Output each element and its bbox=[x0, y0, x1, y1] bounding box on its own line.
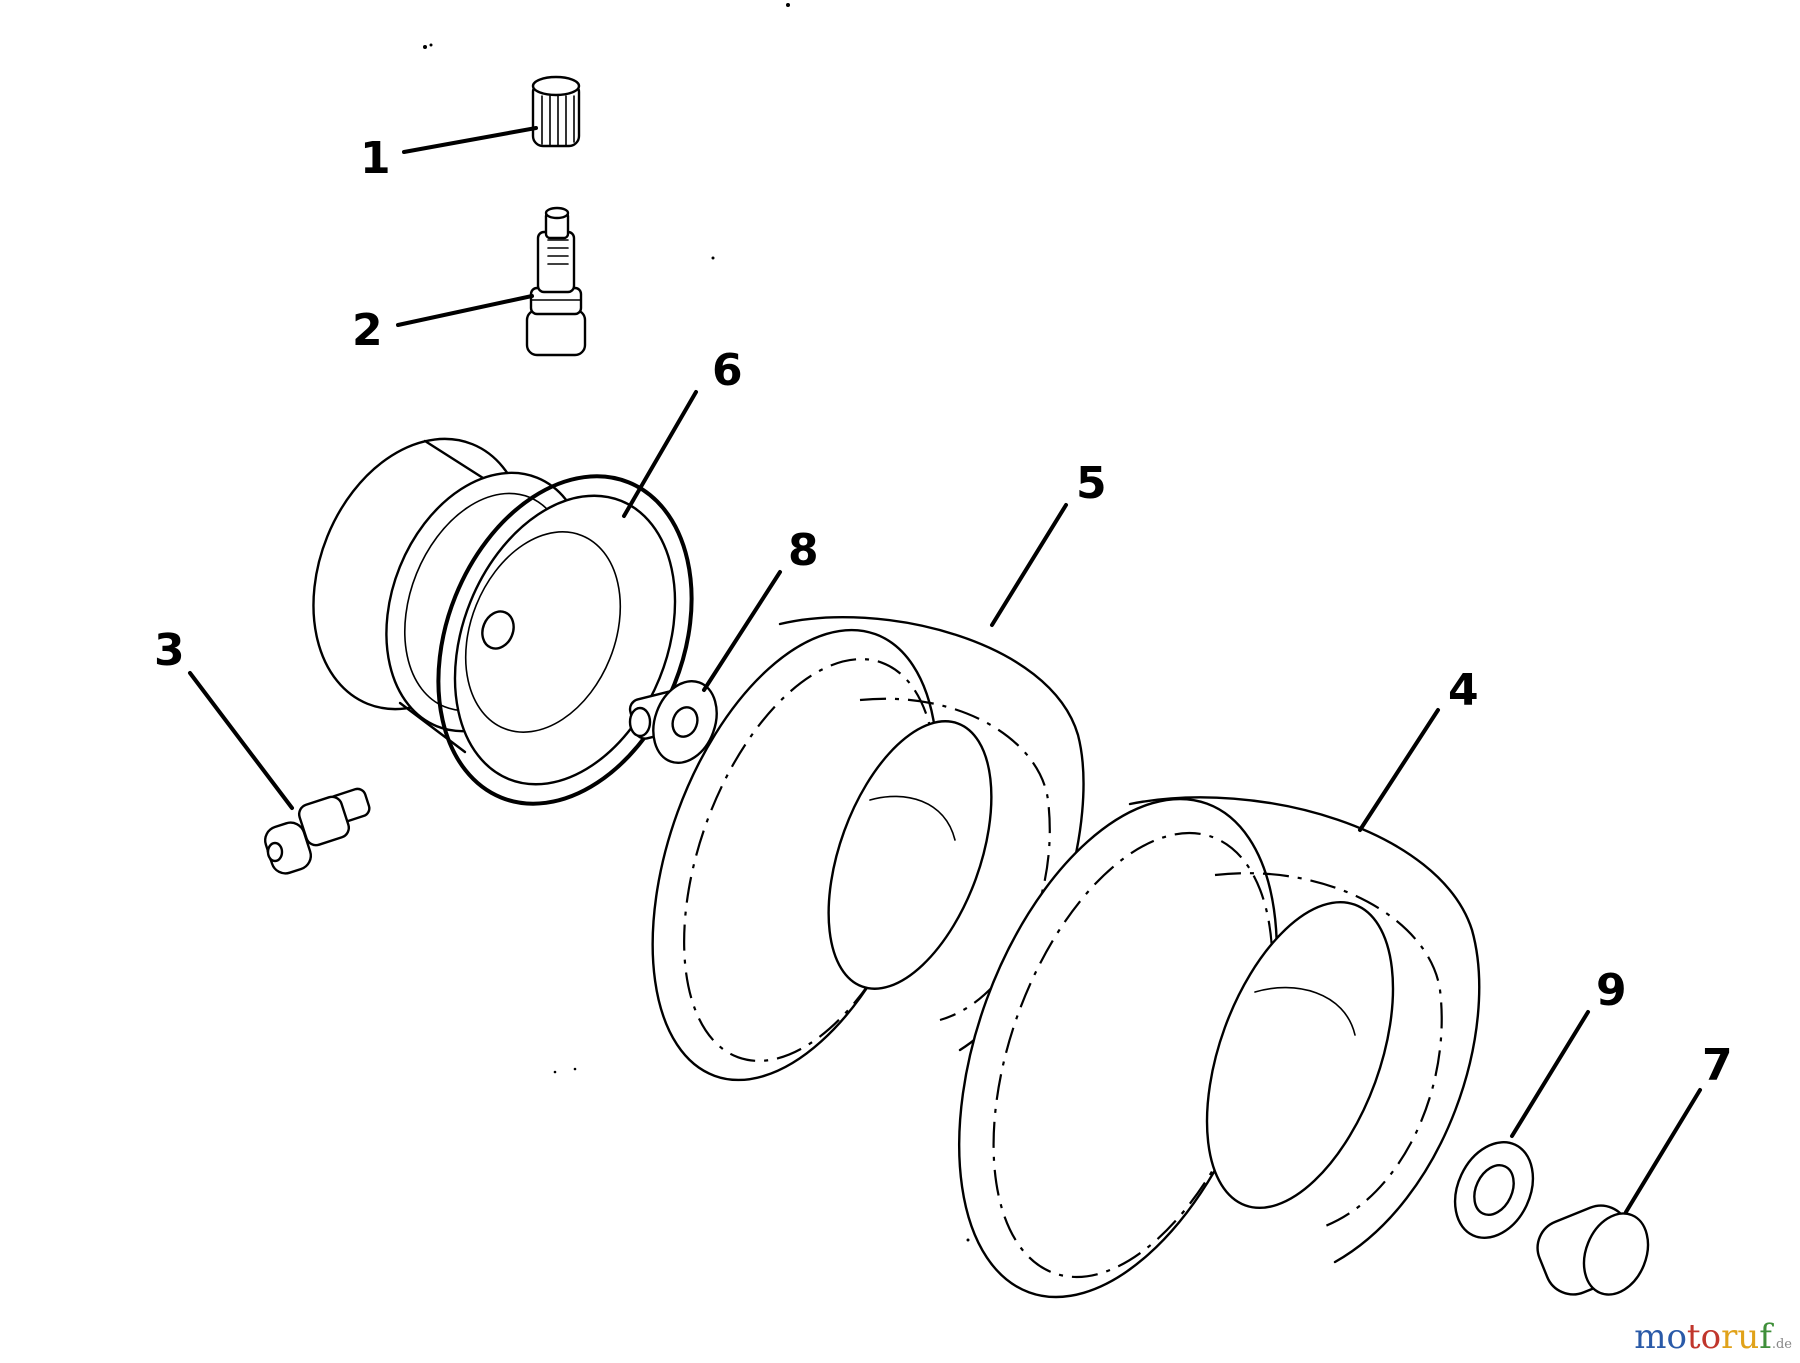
leader-2 bbox=[396, 294, 534, 327]
valve-stem-part bbox=[525, 206, 587, 357]
leader-6 bbox=[622, 390, 698, 518]
washer-part bbox=[1453, 1140, 1535, 1240]
watermark-letter: u bbox=[1737, 1317, 1760, 1357]
leader-4 bbox=[1358, 708, 1440, 832]
watermark-letter: o bbox=[1700, 1317, 1722, 1357]
leader-7 bbox=[1624, 1088, 1702, 1214]
watermark-letter: t bbox=[1686, 1317, 1701, 1357]
watermark-suffix: .de bbox=[1771, 1337, 1792, 1352]
hub-cap-part bbox=[1536, 1204, 1650, 1296]
watermark-letter: f bbox=[1759, 1317, 1772, 1357]
watermark-letter: m bbox=[1634, 1317, 1667, 1357]
callout-8: 8 bbox=[788, 525, 819, 576]
shoulder-bolt-part bbox=[264, 787, 371, 875]
callout-9: 9 bbox=[1596, 965, 1627, 1016]
tire-5-part bbox=[651, 615, 1087, 1082]
leader-lines bbox=[188, 126, 1702, 1214]
callout-4: 4 bbox=[1448, 665, 1479, 716]
rim-part bbox=[312, 437, 694, 806]
scan-specks bbox=[423, 3, 970, 1242]
valve-cap-part bbox=[531, 75, 581, 148]
leader-5 bbox=[990, 503, 1068, 627]
watermark-text: motoruf bbox=[1634, 1317, 1772, 1357]
leader-8 bbox=[702, 570, 782, 692]
bushing-part bbox=[628, 680, 718, 764]
leader-1 bbox=[402, 126, 538, 154]
callout-labels: 1 2 3 4 5 6 7 8 9 bbox=[154, 133, 1733, 1091]
leader-9 bbox=[1510, 1010, 1590, 1138]
tire-4-part bbox=[958, 795, 1481, 1299]
callout-5: 5 bbox=[1076, 458, 1107, 509]
watermark-letter: r bbox=[1721, 1317, 1738, 1357]
callout-3: 3 bbox=[154, 625, 185, 676]
callout-6: 6 bbox=[712, 345, 743, 396]
callout-7: 7 bbox=[1702, 1040, 1733, 1091]
watermark-letter: o bbox=[1666, 1317, 1687, 1357]
callout-1: 1 bbox=[360, 133, 391, 184]
watermark-logo: motoruf.de bbox=[1634, 1317, 1792, 1357]
callout-2: 2 bbox=[352, 305, 383, 356]
leader-3 bbox=[188, 671, 294, 810]
